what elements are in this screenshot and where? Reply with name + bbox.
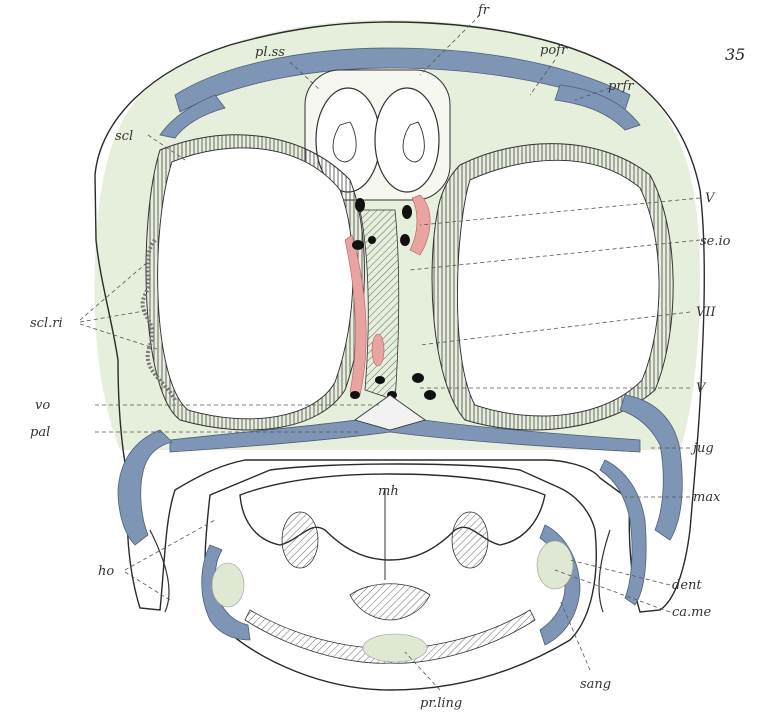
label-scl: scl — [115, 129, 133, 144]
left-eye-globe — [158, 148, 353, 419]
nerve-VII — [372, 334, 384, 366]
horn-sheath-right — [599, 530, 610, 612]
label-ho: ho — [98, 564, 114, 579]
plate-number: 35 — [725, 45, 745, 64]
maxilla-right — [600, 460, 646, 605]
label-mh: mh — [378, 484, 399, 499]
cartilago-meckeli-left — [212, 563, 244, 607]
processus-lingualis — [363, 634, 427, 662]
label-sang: sang — [580, 677, 611, 692]
label-dent: dent — [672, 578, 702, 593]
label-V-upper: V — [705, 191, 716, 206]
label-pal: pal — [30, 425, 50, 440]
label-prfr: prfr — [608, 79, 634, 94]
label-pl-ss: pl.ss — [255, 45, 285, 60]
hatched-lobe-left — [282, 512, 318, 568]
lingual-process-hatch — [350, 584, 430, 620]
label-jug: jug — [690, 441, 714, 456]
label-pr-ling: pr.ling — [420, 696, 462, 711]
hatched-lobe-right — [452, 512, 488, 568]
label-pofr: pofr — [540, 43, 568, 58]
label-ca-me: ca.me — [672, 605, 711, 620]
label-VII: VII — [696, 305, 717, 320]
label-scl-ri: scl.ri — [30, 316, 63, 331]
label-vo: vo — [35, 398, 50, 413]
right-eye-globe — [458, 160, 660, 416]
label-max: max — [693, 490, 721, 505]
label-se-io: se.io — [700, 234, 731, 249]
label-fr: fr — [477, 3, 490, 18]
cartilago-meckeli — [537, 541, 573, 589]
brain-lobe-right — [375, 88, 439, 192]
label-V-lower: V — [696, 381, 707, 396]
